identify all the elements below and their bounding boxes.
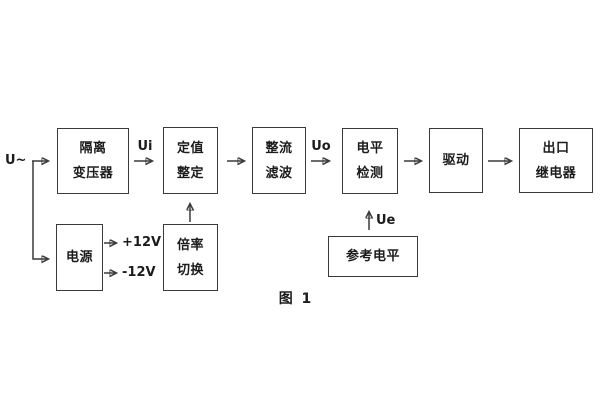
block-label: 整流 <box>265 140 293 156</box>
block-label: 滤波 <box>265 165 293 181</box>
block-label: 隔离 <box>79 141 107 156</box>
label-input-voltage: U~ <box>5 153 27 168</box>
block-label: 继电器 <box>535 165 577 181</box>
block-value-setting: 定值 整定 <box>163 127 218 194</box>
block-reference-level: 参考电平 <box>328 236 418 277</box>
block-power-supply: 电源 <box>56 224 103 291</box>
block-label: 出口 <box>542 140 570 156</box>
block-level-detector: 电平 检测 <box>342 128 398 194</box>
block-label: 电平 <box>356 141 384 156</box>
block-isolation-transformer: 隔离 变压器 <box>57 128 129 194</box>
block-ratio-switch: 倍率 切换 <box>163 224 218 291</box>
label-rail-pos12: +12V <box>122 235 162 250</box>
block-label: 切换 <box>176 262 204 278</box>
block-rectifier-filter: 整流 滤波 <box>252 127 306 194</box>
label-uo: Uo <box>311 139 331 154</box>
block-output-relay: 出口 继电器 <box>519 128 593 193</box>
block-label: 参考电平 <box>345 249 400 264</box>
label-rail-neg12: -12V <box>122 265 156 280</box>
label-ui: Ui <box>137 139 153 154</box>
block-label: 检测 <box>356 166 384 181</box>
block-label: 定值 <box>176 140 204 156</box>
block-label: 变压器 <box>72 166 114 181</box>
arrow-input-to-power <box>32 161 48 259</box>
block-label: 整定 <box>176 165 204 181</box>
figure-caption: 图 1 <box>278 291 314 307</box>
block-label: 驱动 <box>442 153 470 168</box>
block-label: 电源 <box>65 250 93 265</box>
block-driver: 驱动 <box>429 128 483 193</box>
label-ue: Ue <box>376 213 396 228</box>
block-label: 倍率 <box>176 237 204 253</box>
